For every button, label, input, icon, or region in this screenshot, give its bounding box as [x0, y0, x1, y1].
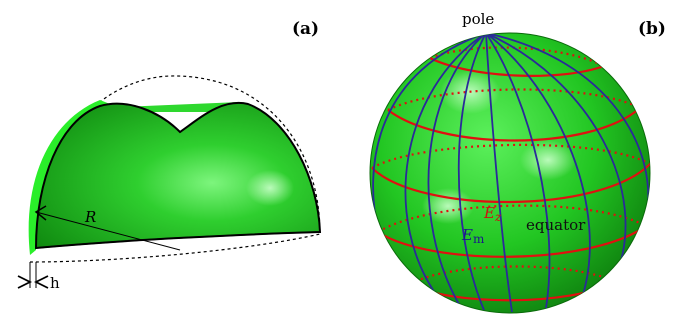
meridian-9	[485, 33, 650, 221]
meridian-6	[485, 33, 591, 299]
shell-highlight	[246, 170, 294, 206]
radius-label: R	[84, 208, 96, 226]
latitude-4-back	[377, 204, 647, 233]
panel-a: (a) R h	[17, 19, 322, 292]
latitude-2-front	[387, 107, 641, 142]
ez-label-sub: z	[494, 210, 502, 224]
latitude-3-front	[371, 163, 650, 204]
meridian-1	[404, 33, 487, 301]
em-label-main: E	[461, 226, 473, 244]
pole-label: pole	[462, 10, 494, 28]
ez-label-main: E	[483, 204, 495, 222]
meridian-5	[485, 33, 551, 309]
thickness-label: h	[50, 274, 60, 292]
dashed-bottom-rim	[29, 233, 321, 263]
radius-line	[35, 211, 181, 251]
sphere	[369, 32, 651, 314]
panel-b-label: (b)	[638, 19, 666, 39]
em-label: Em	[461, 226, 485, 246]
panel-b: (b)	[369, 10, 666, 314]
radius-arrowhead	[34, 205, 47, 221]
latitude-2-back	[387, 88, 641, 111]
latitude-5-back	[409, 265, 617, 285]
latitude-4-front	[377, 225, 647, 258]
latitude-1-front	[429, 57, 605, 77]
em-label-sub: m	[473, 232, 485, 246]
meridian-7	[485, 33, 627, 277]
ez-label: Ez	[483, 204, 502, 224]
meridian-4	[485, 33, 513, 313]
meridian-3	[457, 33, 487, 311]
bottom-rim	[35, 231, 321, 249]
equator-label: equator	[526, 216, 586, 234]
panel-a-label: (a)	[292, 19, 319, 39]
thickness-arrow-right	[33, 275, 49, 289]
sphere-grid	[371, 33, 650, 313]
meridian-2	[427, 33, 487, 307]
thickness-arrow-left	[17, 275, 33, 289]
